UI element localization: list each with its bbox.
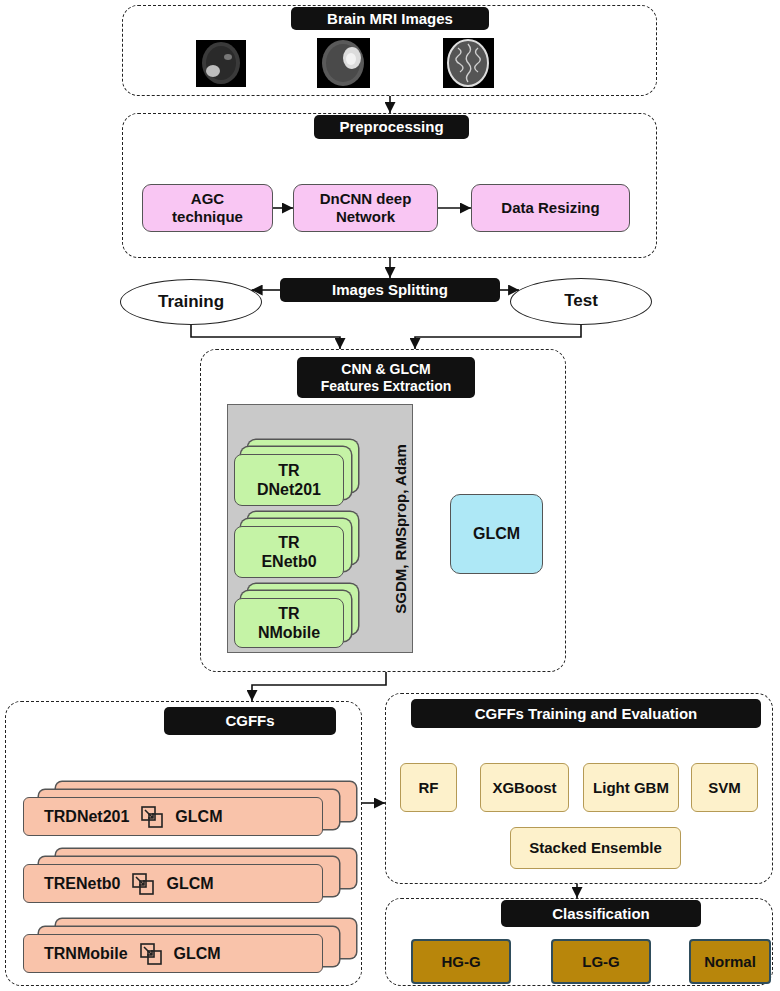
- box-label: SVM: [708, 779, 741, 797]
- section-header: CNN & GLCM Features Extraction: [297, 357, 475, 398]
- flow-arrow: [362, 802, 385, 804]
- box-label: AGC technique: [168, 190, 248, 226]
- classifier-box: SVM: [691, 763, 758, 812]
- classifier-box: RF: [400, 763, 457, 812]
- box-label: TRNMobile: [44, 944, 128, 963]
- flow-arrow: [415, 325, 581, 349]
- box-label: RF: [419, 779, 439, 797]
- box-label: GLCM: [175, 807, 222, 826]
- cnn-model-stack: TR NMobile: [234, 598, 344, 648]
- glcm-box: GLCM: [450, 494, 543, 574]
- box-label: Training: [158, 292, 224, 312]
- fused-feature-stack: TRDNet201 GLCM: [23, 797, 323, 836]
- optimizer-label: SGDM, RMSprop, Adam: [392, 444, 410, 613]
- mri-image: [317, 38, 370, 88]
- stage-group: CGFFs Training and EvaluationRF XGBoost Li…: [385, 693, 773, 884]
- box-label: LG-G: [582, 953, 620, 971]
- box-label: TR ENetb0: [252, 533, 326, 571]
- box-label: Stacked Ensemble: [529, 839, 662, 857]
- flow-arrow: [438, 207, 471, 209]
- box-label: Normal: [704, 953, 756, 971]
- flow-arrow: [500, 289, 519, 291]
- data-split-ellipse: Test: [510, 278, 652, 325]
- cnn-model-stack: TR ENetb0: [234, 526, 344, 578]
- box-label: TR NMobile: [252, 604, 326, 642]
- box-label: GLCM: [166, 874, 213, 893]
- flow-arrow: [273, 207, 293, 209]
- mri-image: [196, 40, 246, 87]
- preprocess-box: AGC technique: [142, 184, 273, 232]
- flow-arrow: [252, 289, 280, 291]
- box-label: TRDNet201: [44, 807, 129, 826]
- box-label: Data Resizing: [501, 199, 599, 217]
- flow-arrow: [576, 884, 578, 898]
- fused-feature-stack: TRNMobile GLCM: [23, 934, 323, 973]
- box-label: Test: [564, 291, 598, 311]
- stage-group: Brain MRI Images: [122, 5, 657, 96]
- preprocess-box: Data Resizing: [471, 184, 630, 232]
- flow-arrow: [389, 258, 391, 278]
- box-label: GLCM: [174, 944, 221, 963]
- stage-group: ClassificationHG-G LG-G Normal: [385, 898, 773, 986]
- fused-feature-stack: TRENetb0 GLCM: [23, 864, 323, 903]
- section-header: Preprocessing: [314, 115, 469, 139]
- box-label: HG-G: [441, 953, 480, 971]
- section-header: CGFFs Training and Evaluation: [411, 699, 761, 728]
- step-label: Images Splitting: [280, 278, 500, 302]
- class-box: Normal: [689, 939, 771, 984]
- stage-group: CGFFsTRDNet201GLCMTRENetb0GLCMTRNMobileG…: [5, 701, 362, 986]
- classifier-box: Light GBM: [583, 763, 679, 812]
- mri-image: [443, 38, 494, 88]
- cnn-model-stack: TR DNet201: [234, 454, 344, 506]
- section-header: Brain MRI Images: [291, 7, 489, 30]
- flow-arrow: [389, 96, 391, 113]
- stage-group: PreprocessingAGC technique DnCNN deep Net…: [122, 113, 657, 258]
- box-label: Images Splitting: [332, 281, 448, 299]
- box-label: XGBoost: [492, 779, 556, 797]
- fusion-icon: [141, 806, 163, 828]
- section-header: Classification: [501, 900, 701, 927]
- class-box: HG-G: [411, 939, 511, 984]
- flow-arrow: [252, 672, 386, 701]
- box-label: GLCM: [473, 524, 520, 543]
- box-label: TR DNet201: [252, 461, 326, 499]
- classifier-box: XGBoost: [480, 763, 569, 812]
- flow-arrow: [191, 325, 340, 349]
- data-split-ellipse: Training: [120, 279, 262, 325]
- stage-group: CNN & GLCM Features ExtractionSGDM, RMSp…: [200, 349, 566, 672]
- box-label: DnCNN deep Network: [311, 190, 421, 226]
- section-header: CGFFs: [164, 707, 336, 735]
- preprocess-box: DnCNN deep Network: [293, 184, 438, 232]
- fusion-icon: [132, 873, 154, 895]
- optimizer-panel: SGDM, RMSprop, Adam TR DNet201 TR ENetb0TR…: [227, 404, 413, 653]
- classifier-box: Stacked Ensemble: [510, 827, 681, 869]
- box-label: TRENetb0: [44, 874, 120, 893]
- class-box: LG-G: [551, 939, 651, 984]
- fusion-icon: [140, 943, 162, 965]
- box-label: Light GBM: [593, 779, 669, 797]
